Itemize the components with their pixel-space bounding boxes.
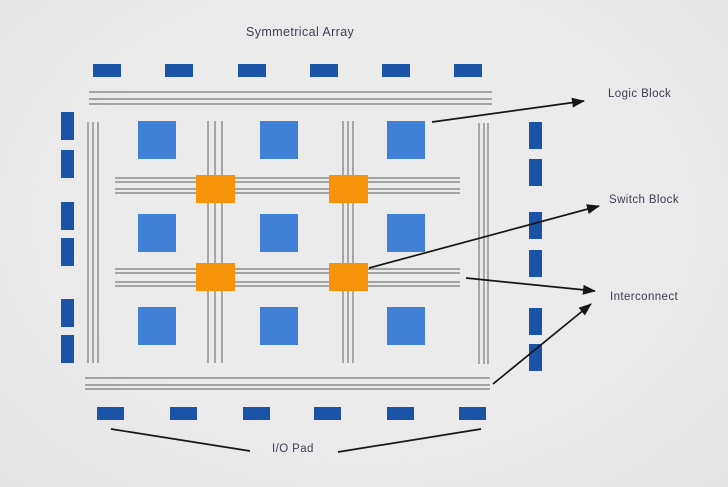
logic-block (260, 121, 298, 159)
io-pad-top (165, 64, 193, 77)
io-pad-left (61, 150, 74, 178)
logic-block (387, 214, 425, 252)
io-pad-leader-left (110, 428, 251, 452)
io-pad-left (61, 335, 74, 363)
switch-block (329, 263, 368, 291)
label-io-pad: I/O Pad (272, 443, 314, 455)
io-pads (61, 64, 542, 420)
io-pad-top (382, 64, 410, 77)
io-pad-left (61, 112, 74, 140)
switch-blocks (196, 175, 368, 291)
io-pad-right (529, 159, 542, 186)
io-pad-bottom (314, 407, 341, 420)
logic-block (138, 121, 176, 159)
annotation-arrows (110, 97, 600, 453)
interconnect-arrow-lower (492, 303, 592, 385)
switch-block-arrow (368, 204, 600, 269)
logic-blocks (138, 121, 425, 345)
logic-block (387, 121, 425, 159)
diagram-title: Symmetrical Array (246, 25, 355, 39)
logic-block (387, 307, 425, 345)
io-pad-top (238, 64, 266, 77)
io-pad-right (529, 250, 542, 277)
interconnect-wires (85, 91, 492, 390)
logic-block (260, 307, 298, 345)
logic-block (138, 307, 176, 345)
io-pad-bottom (459, 407, 486, 420)
label-switch-block: Switch Block (609, 194, 679, 206)
io-pad-leader-right (337, 428, 482, 453)
label-interconnect: Interconnect (610, 291, 679, 303)
switch-block (196, 175, 235, 203)
io-pad-top (454, 64, 482, 77)
io-pad-right (529, 122, 542, 149)
io-pad-left (61, 202, 74, 230)
switch-block (329, 175, 368, 203)
io-pad-top (310, 64, 338, 77)
io-pad-bottom (170, 407, 197, 420)
switch-block (196, 263, 235, 291)
interconnect-arrow-upper (465, 277, 596, 295)
logic-block-arrow (431, 97, 585, 123)
io-pad-bottom (387, 407, 414, 420)
io-pad-bottom (97, 407, 124, 420)
io-pad-left (61, 238, 74, 266)
io-pad-left (61, 299, 74, 327)
io-pad-right (529, 344, 542, 371)
logic-block (138, 214, 176, 252)
label-logic-block: Logic Block (608, 88, 672, 100)
io-pad-right (529, 308, 542, 335)
logic-block (260, 214, 298, 252)
io-pad-top (93, 64, 121, 77)
io-pad-right (529, 212, 542, 239)
io-pad-bottom (243, 407, 270, 420)
